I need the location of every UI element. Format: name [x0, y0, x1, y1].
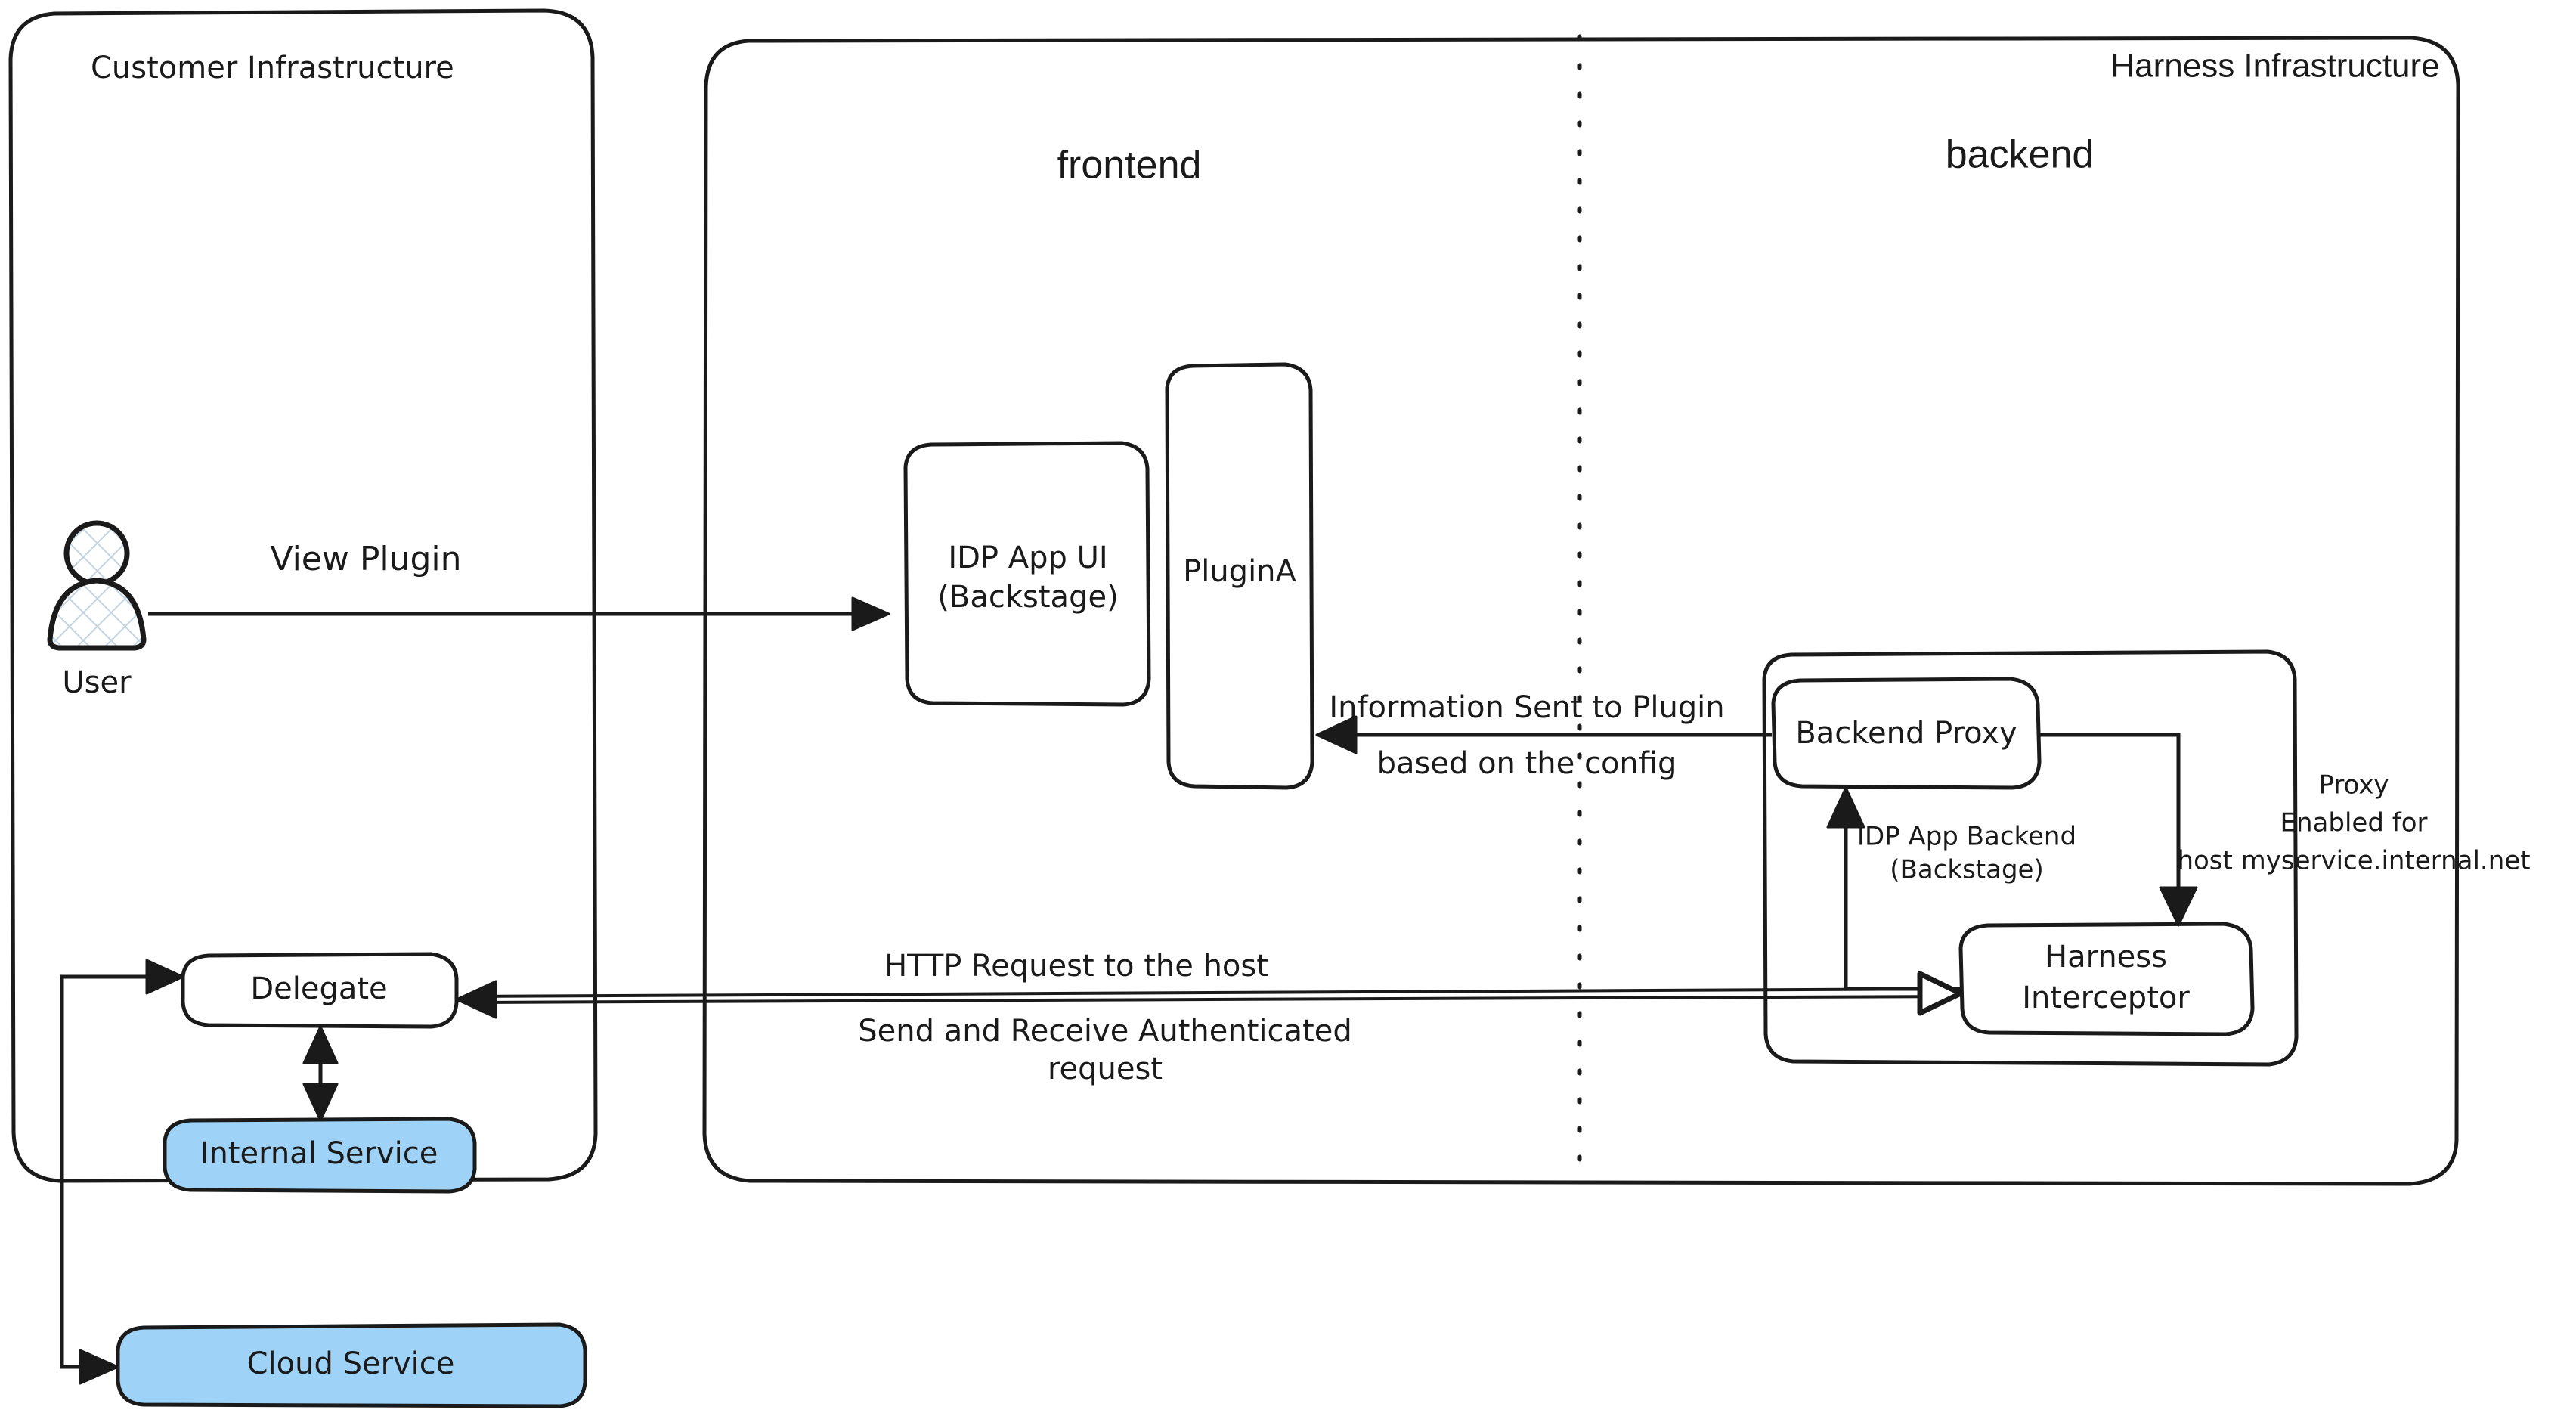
node-internal-service[interactable]: Internal Service — [163, 1117, 477, 1194]
proxy-note-line3: host myservice.internal.net — [2177, 846, 2530, 876]
node-idp-app-ui[interactable]: IDP App UI (Backstage) — [903, 441, 1151, 707]
edge-label-http-request: HTTP Request to the host — [884, 949, 1268, 984]
edge-label-view-plugin: View Plugin — [270, 540, 461, 578]
edge-proxy-to-interceptor — [2039, 733, 2198, 927]
edge-interceptor-delegate: HTTP Request to the host Send and Receiv… — [455, 949, 1964, 1086]
container-harness-infrastructure: Harness Infrastructure — [702, 36, 2460, 1186]
edge-label-send-receive-line2: request — [1048, 1052, 1163, 1086]
proxy-note-line1: Proxy — [2318, 770, 2389, 801]
container-customer-infrastructure: Customer Infrastructure — [8, 8, 598, 1183]
user-label: User — [62, 665, 132, 700]
plugin-a-label: PluginA — [1183, 554, 1296, 589]
node-harness-interceptor[interactable]: Harness Interceptor — [1958, 922, 2255, 1036]
edge-delegate-to-cloud-service — [60, 974, 154, 1385]
zone-heading-backend: backend — [1946, 133, 2095, 177]
edge-view-plugin: View Plugin — [148, 540, 890, 631]
harness-interceptor-line1: Harness — [2045, 940, 2167, 974]
idp-app-backend-caption-line2: (Backstage) — [1890, 855, 2043, 885]
edge-label-send-receive-line1: Send and Receive Authenticated — [858, 1014, 1351, 1049]
edge-delegate-internal-service — [302, 1025, 339, 1122]
idp-app-ui-line2: (Backstage) — [937, 580, 1118, 615]
node-plugin-a[interactable]: PluginA — [1165, 362, 1314, 790]
node-delegate[interactable]: Delegate — [181, 952, 459, 1029]
user-actor-icon — [47, 520, 147, 651]
proxy-note-line2: Enabled for — [2280, 808, 2428, 838]
node-backend-proxy[interactable]: Backend Proxy — [1771, 677, 2042, 790]
edge-information-sent-to-plugin: Information Sent to Plugin based on the … — [1315, 690, 1772, 781]
note-proxy-enabled: Proxy Enabled for host myservice.interna… — [2177, 770, 2530, 876]
container-idp-app-backend: IDP App Backend (Backstage) — [1762, 649, 2299, 1067]
internal-service-label: Internal Service — [200, 1136, 438, 1171]
cloud-service-label: Cloud Service — [247, 1346, 455, 1381]
edge-interceptor-to-proxy — [1826, 786, 1961, 991]
idp-app-ui-line1: IDP App UI — [948, 541, 1107, 575]
delegate-label: Delegate — [250, 971, 387, 1006]
harness-interceptor-line2: Interceptor — [2022, 981, 2190, 1015]
edge-label-info-sent-line2: based on the config — [1377, 746, 1677, 781]
zone-heading-frontend: frontend — [1057, 144, 1202, 187]
customer-infrastructure-label: Customer Infrastructure — [91, 51, 454, 85]
node-cloud-service[interactable]: Cloud Service — [116, 1322, 587, 1408]
idp-app-backend-caption-line1: IDP App Backend — [1857, 822, 2076, 852]
backend-proxy-label: Backend Proxy — [1795, 716, 2017, 751]
harness-infrastructure-label: Harness Infrastructure — [2110, 48, 2439, 85]
edge-label-info-sent-line1: Information Sent to Plugin — [1329, 690, 1724, 725]
edge-into-delegate — [145, 959, 184, 995]
